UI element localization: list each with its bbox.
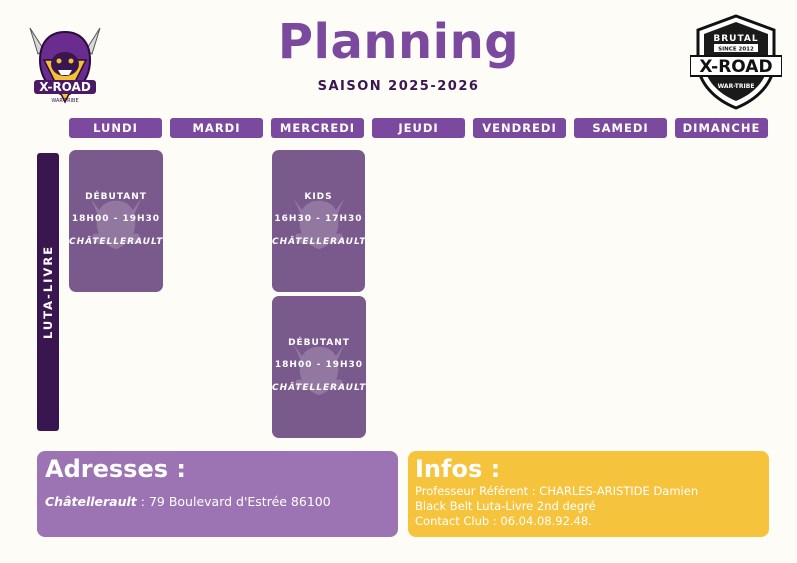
address-city: Châtellerault (45, 494, 137, 509)
day-header-jeudi: JEUDI (372, 118, 465, 138)
session-card-lundi: DÉBUTANT 18H00 - 19H30 CHÂTELLERAULT (69, 150, 163, 292)
info-teacher: Professeur Référent : CHARLES-ARISTIDE D… (415, 484, 699, 498)
shield-logo-icon: BRUTAL SINCE 2012 X-ROAD WAR-TRIBE (689, 14, 783, 110)
session-card-mercredi-debutant: DÉBUTANT 18H00 - 19H30 CHÂTELLERAULT (272, 296, 366, 438)
gorilla-logo-icon: X-ROAD WAR-TRIBE (29, 27, 101, 104)
info-contact: Contact Club : 06.04.08.92.48. (415, 514, 592, 528)
logo-right-main: X-ROAD (699, 57, 772, 77)
watermark-logo-icon (293, 344, 345, 395)
logo-right-top: BRUTAL (713, 34, 758, 44)
logo-left-sub: WAR-TRIBE (51, 98, 78, 104)
info-rank: Black Belt Luta-Livre 2nd degré (415, 499, 596, 513)
address-street: 79 Boulevard d'Estrée 86100 (148, 494, 331, 509)
day-header-samedi: SAMEDI (574, 118, 667, 138)
logo-right-since: SINCE 2012 (718, 47, 754, 53)
day-header-vendredi: VENDREDI (473, 118, 566, 138)
club-logo-right: BRUTAL SINCE 2012 X-ROAD WAR-TRIBE (689, 14, 783, 110)
session-level: DÉBUTANT (85, 192, 147, 202)
discipline-sidebar (37, 153, 59, 431)
day-header-mardi: MARDI (170, 118, 263, 138)
day-header-dimanche: DIMANCHE (675, 118, 768, 138)
day-header-mercredi: MERCREDI (271, 118, 364, 138)
session-time: 18H00 - 19H30 (274, 360, 364, 370)
day-header-lundi: LUNDI (69, 118, 162, 138)
address-separator: : (136, 494, 149, 509)
watermark-logo-icon (90, 198, 142, 249)
session-time: 18H00 - 19H30 (71, 214, 161, 224)
discipline-label: LUTA-LIVRE (41, 244, 55, 340)
watermark-logo-icon (293, 198, 344, 249)
logo-right-sub: WAR-TRIBE (718, 83, 755, 90)
session-card-mercredi-kids: KIDS 16H30 - 17H30 CHÂTELLERAULT (272, 150, 365, 292)
session-time: 16H30 - 17H30 (274, 214, 363, 224)
session-level: DÉBUTANT (288, 338, 350, 348)
session-place: CHÂTELLERAULT (69, 237, 163, 247)
page-title: Planning (277, 14, 520, 70)
session-place: CHÂTELLERAULT (272, 237, 365, 247)
infos-box: Infos : Professeur Référent : CHARLES-AR… (408, 451, 769, 537)
season-subtitle: SAISON 2025-2026 (317, 79, 480, 94)
session-level: KIDS (304, 192, 333, 202)
session-place: CHÂTELLERAULT (272, 383, 366, 393)
club-logo-left: X-ROAD WAR-TRIBE (24, 24, 106, 106)
logo-left-text: X-ROAD (39, 80, 91, 94)
addresses-box: Adresses : Châtellerault : 79 Boulevard … (37, 451, 398, 537)
addresses-title: Adresses : (45, 455, 186, 483)
infos-title: Infos : (415, 455, 501, 483)
address-line: Châtellerault : 79 Boulevard d'Estrée 86… (45, 494, 331, 509)
